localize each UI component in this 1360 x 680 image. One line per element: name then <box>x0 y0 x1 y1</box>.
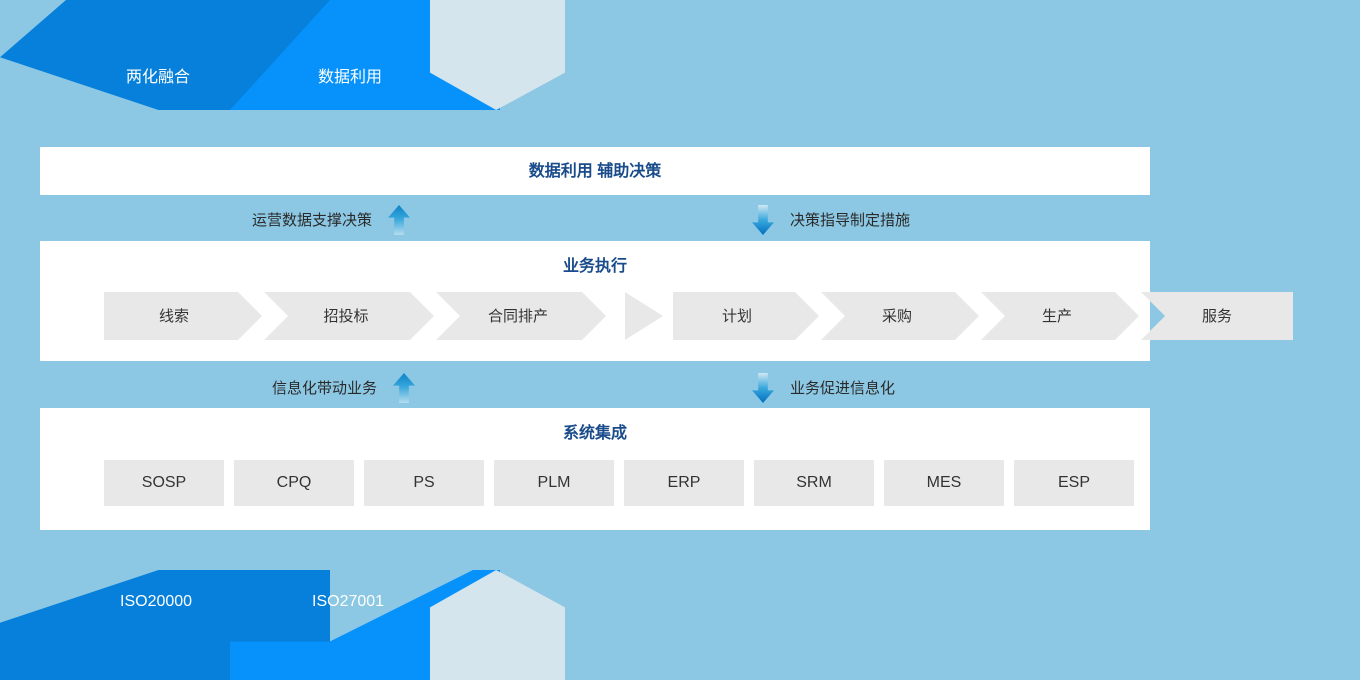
system-box-label: MES <box>926 474 962 491</box>
business-panel: 业务执行 线索 招投标 合同排产 计划 采购 生产 服务 <box>40 241 1293 361</box>
bottom-banner <box>0 570 1360 680</box>
arrow-up-icon <box>388 205 411 235</box>
decision-panel: 数据利用 辅助决策 <box>40 147 1150 195</box>
process-step-shengchan[interactable]: 生产 <box>981 292 1139 340</box>
process-step-xiansuo[interactable]: 线索 <box>104 292 262 340</box>
system-box-label: ESP <box>1057 474 1090 491</box>
flow-lower-right-caption: 业务促进信息化 <box>790 379 896 397</box>
system-box-plm[interactable]: PLM <box>494 460 614 506</box>
process-step-label: 招投标 <box>323 307 369 325</box>
decision-panel-title: 数据利用 辅助决策 <box>528 163 662 180</box>
flow-lower-left: 信息化带动业务 <box>272 371 416 405</box>
system-box-label: ERP <box>667 474 701 491</box>
system-box-ps[interactable]: PS <box>364 460 484 506</box>
system-box-label: PS <box>413 474 435 491</box>
systems-panel-title: 系统集成 <box>562 425 627 442</box>
system-box-mes[interactable]: MES <box>884 460 1004 506</box>
system-box-sosp[interactable]: SOSP <box>104 460 224 506</box>
flow-row-upper: 运营数据支撑决策 决策指导制定措施 <box>0 203 1360 243</box>
flow-lower-left-caption: 信息化带动业务 <box>272 379 378 397</box>
systems-box-row: SOSP CPQ PS PLM ERP SRM MES ESP <box>104 460 1134 506</box>
top-banner <box>0 0 1360 110</box>
system-box-erp[interactable]: ERP <box>624 460 744 506</box>
process-step-fuwu[interactable]: 服务 <box>1141 292 1293 340</box>
process-step-caigou[interactable]: 采购 <box>821 292 979 340</box>
process-step-label: 采购 <box>881 307 912 325</box>
arrow-up-icon <box>393 373 416 403</box>
process-step-label: 线索 <box>158 307 189 325</box>
process-step-jihua[interactable]: 计划 <box>673 292 819 340</box>
process-step-hetongpaichan[interactable]: 合同排产 <box>436 292 606 340</box>
business-panel-title: 业务执行 <box>562 258 627 275</box>
flow-upper-left: 运营数据支撑决策 <box>252 203 411 237</box>
systems-panel: 系统集成 SOSP CPQ PS PLM ERP SRM MES ESP <box>40 408 1150 530</box>
system-box-esp[interactable]: ESP <box>1014 460 1134 506</box>
system-box-srm[interactable]: SRM <box>754 460 874 506</box>
flow-upper-left-caption: 运营数据支撑决策 <box>252 211 373 229</box>
top-banner-label-1: 两化融合 <box>126 69 191 86</box>
bottom-banner-label-2: ISO27001 <box>312 593 385 610</box>
process-step-zhaotoubiao[interactable]: 招投标 <box>264 292 434 340</box>
flow-upper-right-caption: 决策指导制定措施 <box>790 211 911 229</box>
flow-upper-right: 决策指导制定措施 <box>752 203 910 237</box>
flow-lower-right: 业务促进信息化 <box>752 371 895 405</box>
process-step-label: 计划 <box>721 307 752 325</box>
system-box-cpq[interactable]: CPQ <box>234 460 354 506</box>
system-box-label: PLM <box>537 474 571 491</box>
system-box-label: SRM <box>796 474 832 491</box>
system-box-label: CPQ <box>276 474 312 491</box>
chevron-lead-icon <box>625 292 663 340</box>
arrow-down-icon <box>752 373 774 403</box>
process-step-label: 生产 <box>1041 307 1072 325</box>
business-steps-left: 线索 招投标 合同排产 <box>104 292 608 340</box>
arrow-down-icon <box>752 205 774 235</box>
process-step-label: 服务 <box>1201 307 1232 325</box>
flow-row-lower: 信息化带动业务 业务促进信息化 <box>0 371 1360 411</box>
system-box-label: SOSP <box>141 474 187 491</box>
top-banner-label-2: 数据利用 <box>318 69 383 86</box>
business-steps-right: 计划 采购 生产 服务 <box>625 292 1295 340</box>
bottom-banner-label-1: ISO20000 <box>120 593 193 610</box>
process-step-label: 合同排产 <box>487 307 548 325</box>
